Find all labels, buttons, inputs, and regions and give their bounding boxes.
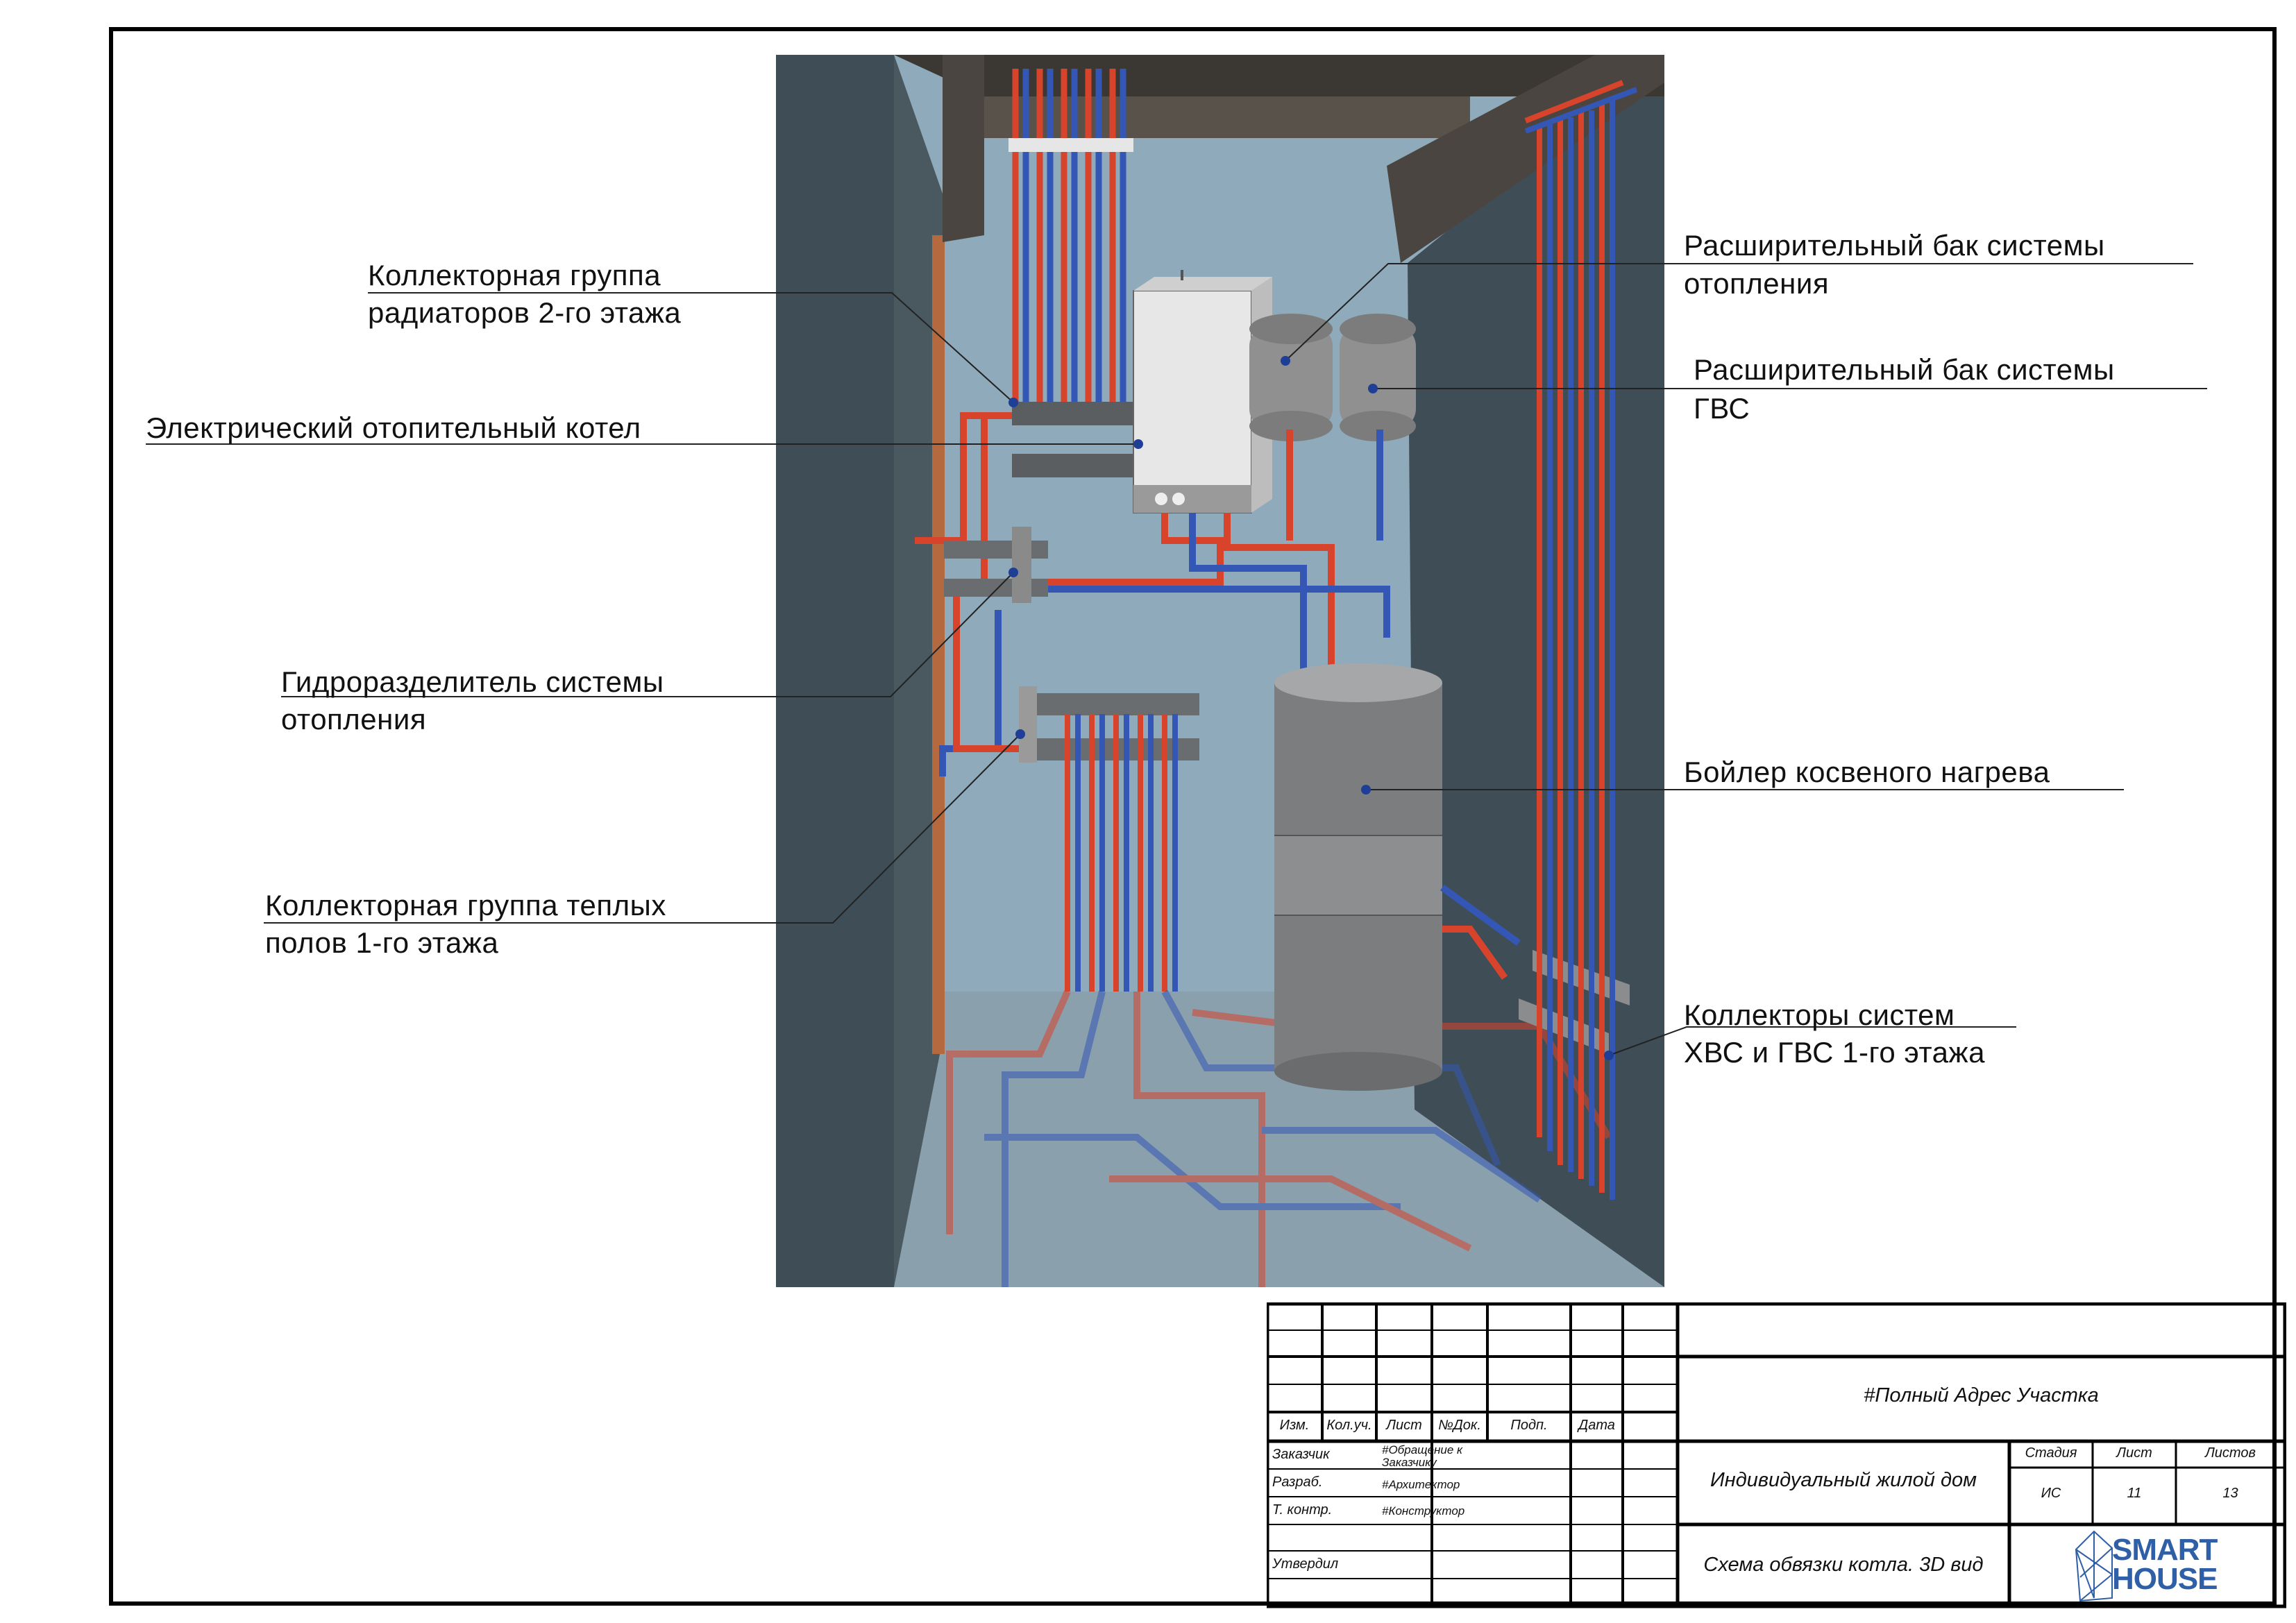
stage-value: ИС xyxy=(2041,1486,2061,1501)
label-radiator-manifold-1: Коллекторная группа xyxy=(368,259,661,291)
label-electric-boiler: Электрический отопительный котел xyxy=(146,411,641,444)
object-name: Индивидуальный жилой дом xyxy=(1710,1469,1977,1491)
expansion-tank-heating xyxy=(1249,314,1333,441)
role-approved: Утвердил xyxy=(1272,1556,1339,1572)
label-water-manifolds-1: Коллекторы систем xyxy=(1684,999,1955,1031)
role-customer: Заказчик xyxy=(1272,1447,1330,1462)
col-podp: Подп. xyxy=(1510,1418,1548,1433)
left-wall xyxy=(776,55,894,1287)
title-block-grid xyxy=(1267,1302,2286,1608)
address: #Полный Адрес Участка xyxy=(1864,1384,2099,1407)
sheets-label: Листов xyxy=(2205,1445,2256,1461)
title-block: Изм. Кол.уч. Лист №Док. Подп. Дата Заказ… xyxy=(1267,1302,2286,1608)
house-wireframe-icon xyxy=(2075,1530,2113,1602)
right-wall xyxy=(1408,55,1664,1287)
expansion-tank-dhw xyxy=(1340,314,1416,441)
person-architect: #Архитектор xyxy=(1382,1478,1460,1491)
logo-text-smart: SMART xyxy=(2112,1533,2218,1567)
indirect-heating-boiler xyxy=(1274,663,1442,1091)
col-list: Лист xyxy=(1386,1418,1422,1433)
left-wall-edge-trim xyxy=(932,235,945,1054)
logo-text-house: HOUSE xyxy=(2112,1562,2218,1596)
label-exp-tank-dhw-2: ГВС xyxy=(1694,392,1750,425)
sheet-value: 11 xyxy=(2127,1486,2142,1501)
col-izm: Изм. xyxy=(1279,1418,1310,1433)
electric-boiler xyxy=(1133,270,1272,513)
label-radiator-manifold-2: радиаторов 2-го этажа xyxy=(368,296,682,329)
label-exp-tank-heating-1: Расширительный бак системы xyxy=(1684,229,2105,262)
label-indirect-boiler: Бойлер косвеного нагрева xyxy=(1684,756,2050,788)
radiator-manifold-supply xyxy=(1012,402,1137,425)
person-customer-1: #Обращение к xyxy=(1382,1443,1463,1456)
label-exp-tank-heating-2: отопления xyxy=(1684,267,1830,300)
label-floor-manifold-1: Коллекторная группа теплых xyxy=(265,889,666,921)
col-kol-uch: Кол.уч. xyxy=(1326,1418,1372,1433)
drawing-frame xyxy=(109,27,2277,1606)
riser-pipes-2nd-floor xyxy=(1012,69,1126,402)
role-tech-control: Т. контр. xyxy=(1272,1502,1333,1518)
ceiling-beam-front xyxy=(984,96,1470,138)
sheet-title: Схема обвязки котла. 3D вид xyxy=(1703,1554,1984,1576)
label-exp-tank-dhw-1: Расширительный бак системы xyxy=(1694,353,2115,386)
smart-house-logo: SMART HOUSE xyxy=(2073,1529,2233,1604)
riser-valves xyxy=(1008,138,1133,152)
person-customer-2: Заказчику xyxy=(1382,1456,1437,1469)
ceiling-beam-left xyxy=(943,55,984,242)
stage-label: Стадия xyxy=(2025,1445,2077,1461)
label-water-manifolds-2: ХВС и ГВС 1-го этажа xyxy=(1684,1036,1985,1069)
person-constructor: #Конструктор xyxy=(1382,1504,1465,1518)
sheet-label: Лист xyxy=(2116,1445,2152,1461)
sheets-value: 13 xyxy=(2222,1486,2238,1501)
floor-heating-manifold xyxy=(1019,686,1199,763)
label-hydro-separator-1: Гидроразделитель системы xyxy=(281,665,664,698)
dhw-supply-pipes xyxy=(1440,884,1521,980)
label-floor-manifold-2: полов 1-го этажа xyxy=(265,926,499,959)
floor-heating-loops xyxy=(1065,714,1178,992)
col-data: Дата xyxy=(1578,1418,1615,1433)
label-hydro-separator-2: отопления xyxy=(281,703,427,736)
radiator-manifold-return xyxy=(1012,454,1137,477)
role-developer: Разраб. xyxy=(1272,1475,1323,1490)
col-doc: №Док. xyxy=(1438,1418,1481,1433)
boiler-room-3d-view xyxy=(776,55,1664,1287)
